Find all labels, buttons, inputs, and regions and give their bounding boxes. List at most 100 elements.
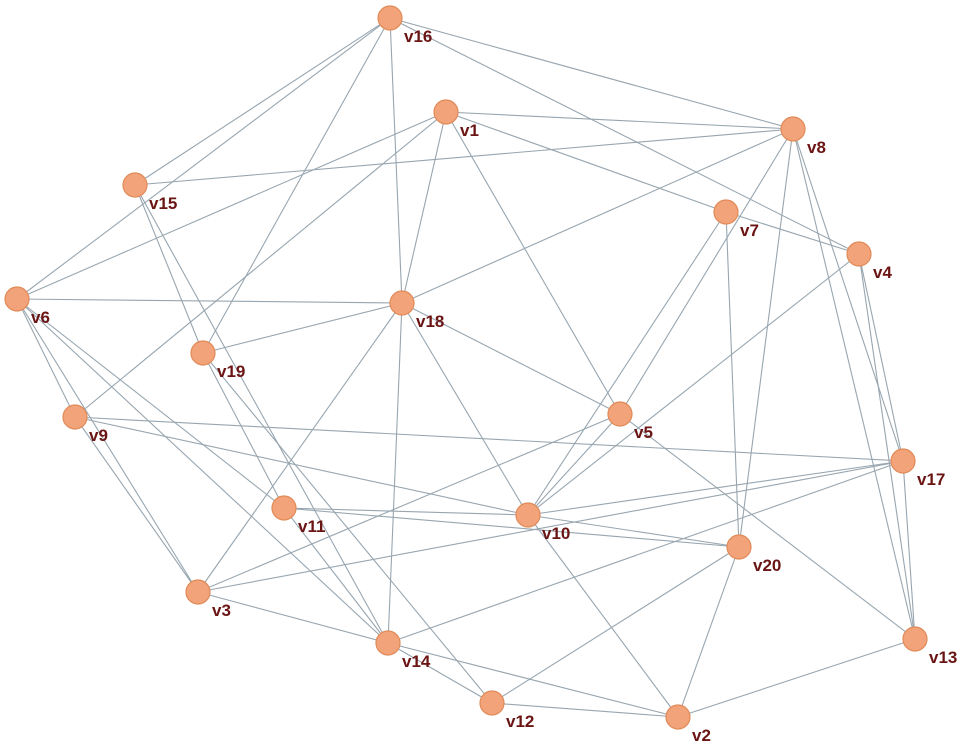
edge-v1-v8 <box>445 111 794 130</box>
edge-v19-v11 <box>202 352 285 509</box>
edge-v1-v18 <box>401 111 447 304</box>
node-circle-v16[interactable] <box>377 5 403 31</box>
edge-v4-v13 <box>858 253 916 640</box>
node-label-v14: v14 <box>402 652 431 671</box>
node-label-v12: v12 <box>506 712 534 731</box>
node-circle-v6[interactable] <box>4 286 30 312</box>
node-circle-v13[interactable] <box>902 626 928 652</box>
edge-v15-v14 <box>134 184 389 644</box>
node-v11[interactable]: v11 <box>271 495 325 536</box>
node-v9[interactable]: v9 <box>62 404 108 445</box>
node-circle-v5[interactable] <box>607 401 633 427</box>
node-v17[interactable]: v17 <box>890 448 945 489</box>
node-v14[interactable]: v14 <box>375 630 431 671</box>
edge-v11-v14 <box>283 507 389 644</box>
node-circle-v17[interactable] <box>890 448 916 474</box>
edge-v12-v2 <box>491 702 679 718</box>
node-v13[interactable]: v13 <box>902 626 957 667</box>
node-circle-v7[interactable] <box>713 199 739 225</box>
edge-v20-v12 <box>491 546 740 704</box>
edge-v6-v9 <box>16 298 76 418</box>
node-label-v15: v15 <box>149 194 177 213</box>
edge-v14-v2 <box>387 642 679 718</box>
edge-v18-v14 <box>387 302 403 644</box>
edge-v5-v13 <box>619 413 916 640</box>
edge-v17-v10 <box>527 460 904 516</box>
node-label-v19: v19 <box>217 362 245 381</box>
edge-v11-v20 <box>283 507 740 548</box>
node-v1[interactable]: v1 <box>433 99 479 140</box>
node-circle-v19[interactable] <box>190 340 216 366</box>
edge-v10-v20 <box>527 514 740 548</box>
node-circle-v11[interactable] <box>271 495 297 521</box>
node-circle-v8[interactable] <box>780 116 806 142</box>
edge-v16-v19 <box>202 17 391 354</box>
edge-v3-v14 <box>197 591 389 644</box>
node-v20[interactable]: v20 <box>726 534 781 575</box>
node-label-v20: v20 <box>753 556 781 575</box>
edge-v14-v12 <box>387 642 493 704</box>
node-circle-v2[interactable] <box>665 704 691 730</box>
node-circle-v10[interactable] <box>515 502 541 528</box>
node-v5[interactable]: v5 <box>607 401 653 442</box>
edge-v19-v12 <box>202 352 493 704</box>
node-v10[interactable]: v10 <box>515 502 570 543</box>
edge-v6-v3 <box>16 298 199 593</box>
node-label-v3: v3 <box>212 601 231 620</box>
node-v15[interactable]: v15 <box>122 172 177 213</box>
node-circle-v18[interactable] <box>389 290 415 316</box>
edge-v17-v13 <box>902 460 916 640</box>
edge-v18-v19 <box>202 302 403 354</box>
node-circle-v20[interactable] <box>726 534 752 560</box>
node-v16[interactable]: v16 <box>377 5 432 46</box>
node-v3[interactable]: v3 <box>185 579 231 620</box>
node-circle-v12[interactable] <box>479 690 505 716</box>
edge-v9-v17 <box>74 416 904 462</box>
node-circle-v1[interactable] <box>433 99 459 125</box>
edge-v4-v10 <box>527 253 860 516</box>
node-label-v17: v17 <box>917 470 945 489</box>
edge-v7-v20 <box>725 211 740 548</box>
nodes-layer: v1 v2 v3 v4 v5 v6 v7 v8 v9 v10 v11 v12 v13 v14 v15 v16 v… <box>4 5 957 742</box>
node-label-v5: v5 <box>634 423 653 442</box>
node-v2[interactable]: v2 <box>665 704 711 742</box>
node-label-v6: v6 <box>31 308 50 327</box>
edge-v17-v3 <box>197 460 904 593</box>
node-v8[interactable]: v8 <box>780 116 826 157</box>
node-v6[interactable]: v6 <box>4 286 50 327</box>
edge-v5-v10 <box>527 413 621 516</box>
node-circle-v3[interactable] <box>185 579 211 605</box>
edge-v16-v4 <box>389 17 860 255</box>
node-label-v10: v10 <box>542 524 570 543</box>
edge-v8-v17 <box>792 128 904 462</box>
edge-v16-v15 <box>134 17 391 186</box>
edge-v20-v2 <box>677 546 740 718</box>
edge-v7-v10 <box>527 211 727 516</box>
edge-v11-v10 <box>283 507 529 516</box>
edge-v17-v14 <box>387 460 904 644</box>
edge-v16-v8 <box>389 17 794 130</box>
node-v19[interactable]: v19 <box>190 340 245 381</box>
node-v4[interactable]: v4 <box>846 241 892 282</box>
node-label-v7: v7 <box>740 221 759 240</box>
edge-v9-v3 <box>74 416 199 593</box>
node-v12[interactable]: v12 <box>479 690 534 731</box>
node-label-v16: v16 <box>404 27 432 46</box>
node-label-v2: v2 <box>692 726 711 742</box>
edge-v8-v20 <box>738 128 794 548</box>
edge-v15-v8 <box>134 128 794 186</box>
node-v18[interactable]: v18 <box>389 290 444 331</box>
edge-v15-v19 <box>134 184 204 354</box>
node-circle-v14[interactable] <box>375 630 401 656</box>
edge-v8-v18 <box>401 128 794 304</box>
edges-layer <box>16 17 916 718</box>
edge-v1-v9 <box>74 111 447 418</box>
edge-v6-v18 <box>16 298 403 304</box>
node-label-v4: v4 <box>873 263 892 282</box>
node-circle-v4[interactable] <box>846 241 872 267</box>
edge-v16-v18 <box>389 17 403 304</box>
edge-v18-v10 <box>401 302 529 516</box>
node-circle-v15[interactable] <box>122 172 148 198</box>
node-circle-v9[interactable] <box>62 404 88 430</box>
node-v7[interactable]: v7 <box>713 199 759 240</box>
